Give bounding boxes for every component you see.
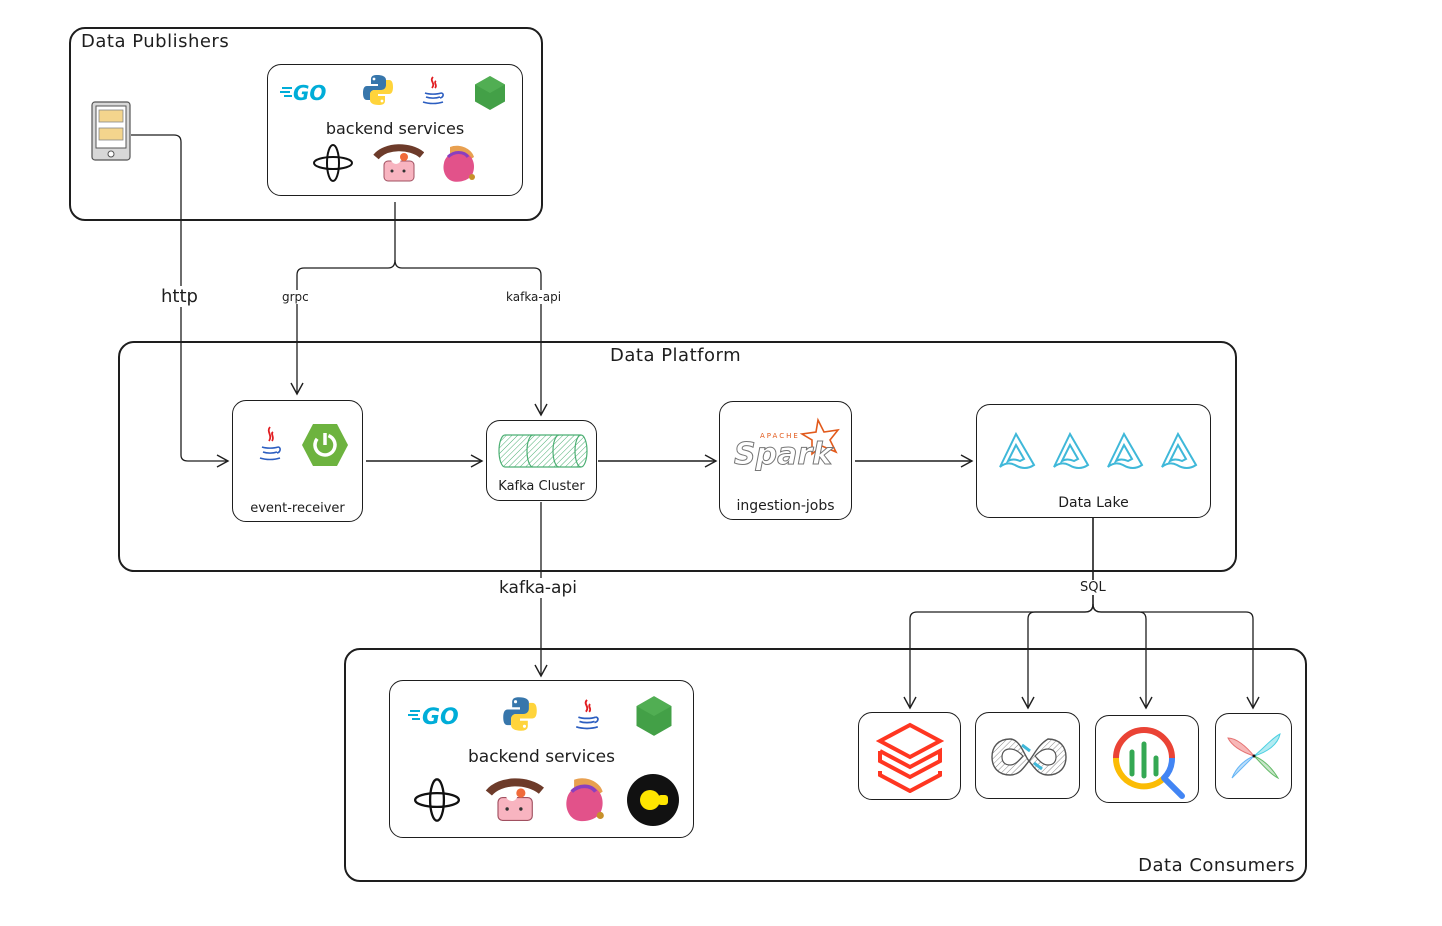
nodejs-icon [634, 695, 674, 741]
node-label: Data Lake [1058, 495, 1129, 511]
bentoml-icon [372, 143, 425, 189]
bigquery-icon [1108, 722, 1188, 806]
spring-boot-icon [301, 423, 349, 471]
node-label: Kafka Cluster [498, 479, 585, 494]
group-data-platform: Data Platform [118, 341, 1237, 572]
node-data-lake[interactable]: Data Lake [976, 404, 1211, 518]
java-icon [573, 697, 601, 737]
node-infinity[interactable] [975, 712, 1080, 799]
group-data-consumers: Data Consumers [344, 648, 1307, 882]
python-icon [502, 695, 538, 737]
delta-lake-icon [995, 431, 1037, 477]
edge-label-http: http [159, 286, 200, 307]
go-icon: GO [408, 701, 470, 733]
edge-sql-2 [1021, 603, 1094, 710]
delta-lake-icons [995, 431, 1199, 477]
bentoml-icon [484, 777, 544, 829]
apache-spark-icon: APACHE Spark [732, 416, 848, 480]
node-bigquery[interactable] [1095, 715, 1199, 803]
edge-label-kafka-api-out: kafka-api [497, 578, 579, 598]
cockroach-dot-icon [626, 773, 680, 831]
nodejs-icon [474, 75, 506, 115]
temporal-icon [312, 143, 354, 187]
delta-lake-icon [1103, 431, 1145, 477]
go-text: GO [293, 81, 326, 105]
edge-label-grpc: grpc [280, 290, 311, 304]
flink-icon [562, 775, 610, 829]
infinity-icon [990, 733, 1068, 785]
databricks-icon [875, 721, 945, 797]
group-title: Data Consumers [1138, 855, 1295, 876]
delta-lake-icon [1049, 431, 1091, 477]
node-consumer-backend-services[interactable]: GO backend services [389, 680, 694, 838]
edge-services-trunk [290, 202, 396, 396]
edge-label-sql: SQL [1078, 580, 1108, 595]
node-label: ingestion-jobs [736, 498, 835, 514]
edge-label-kafka-api-in: kafka-api [504, 290, 564, 304]
spark-apache-text: APACHE [760, 432, 800, 440]
node-label: event-receiver [250, 501, 345, 516]
spark-text: Spark [734, 437, 834, 472]
node-airflow[interactable] [1215, 713, 1292, 799]
node-publisher-backend-services: GO backend services [267, 64, 523, 196]
airflow-icon [1226, 730, 1282, 786]
node-label: backend services [468, 747, 615, 767]
node-kafka-cluster[interactable]: Kafka Cluster [486, 420, 597, 501]
java-icon [257, 425, 283, 469]
delta-lake-icon [1157, 431, 1199, 477]
flink-icon [440, 143, 480, 189]
edge-kafka-api-in [394, 259, 548, 417]
edge-sql-4 [1092, 603, 1260, 710]
node-label: backend services [325, 119, 465, 138]
node-event-receiver[interactable]: event-receiver [232, 400, 363, 522]
temporal-icon [412, 777, 462, 827]
java-icon [420, 75, 446, 111]
python-icon [362, 73, 394, 111]
go-icon: GO [280, 79, 336, 109]
group-data-publishers: Data Publishers [69, 27, 543, 221]
group-title: Data Publishers [81, 31, 230, 52]
mobile-device-icon [91, 101, 131, 161]
node-databricks[interactable] [858, 712, 961, 800]
go-text: GO [422, 705, 459, 729]
group-title: Data Platform [610, 345, 742, 366]
kafka-cylinder-icon [497, 433, 589, 473]
node-ingestion-jobs[interactable]: APACHE Spark ingestion-jobs [719, 401, 852, 520]
